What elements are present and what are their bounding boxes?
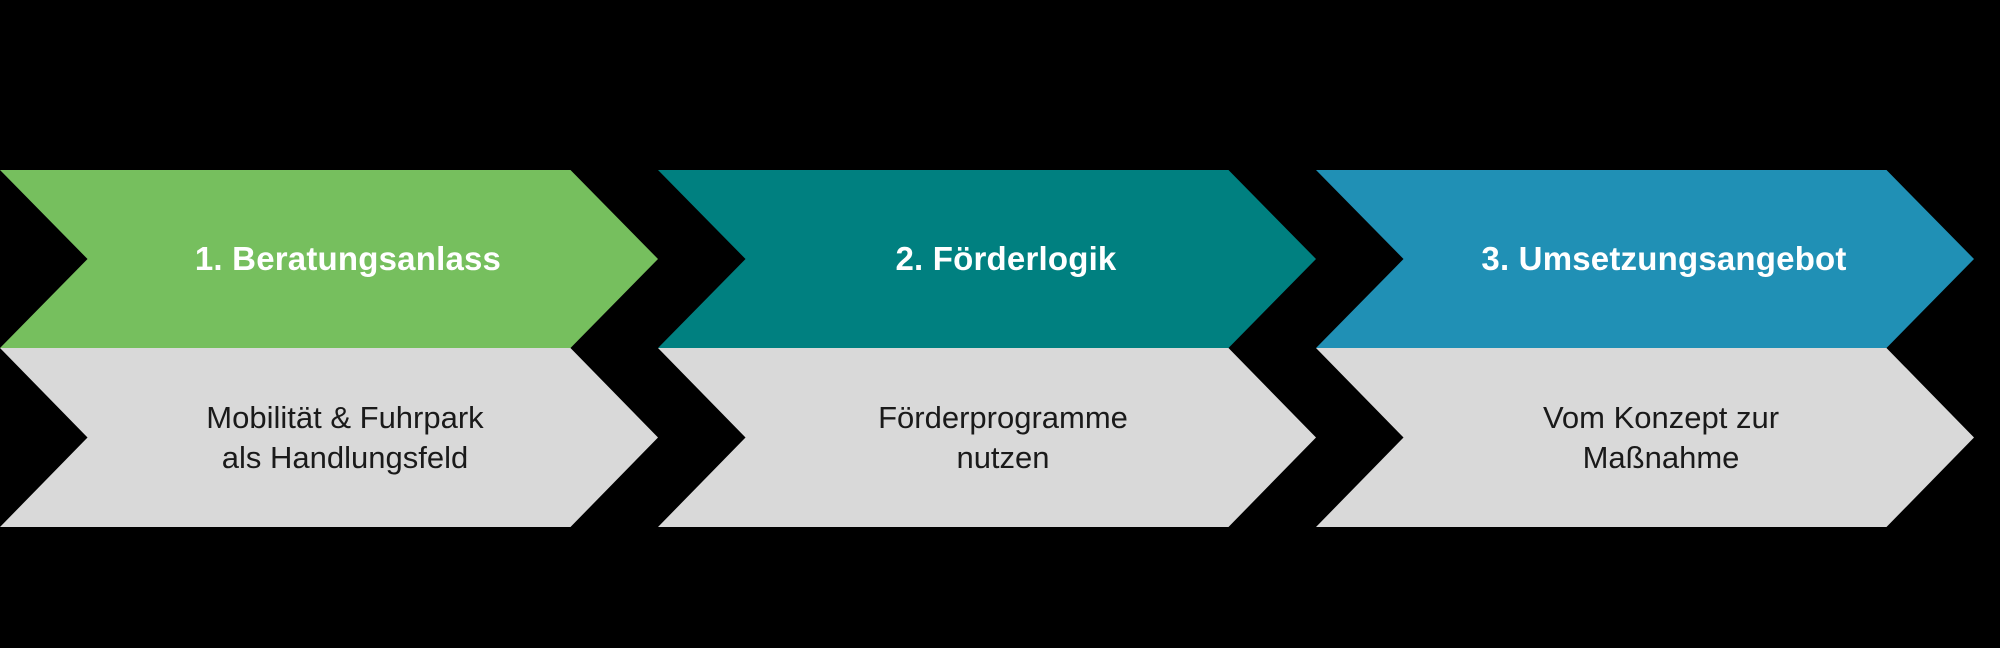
step-3-description-band: Vom Konzept zur Maßnahme xyxy=(1316,348,1974,527)
step-2-description-band: Förderprogramme nutzen xyxy=(658,348,1316,527)
step-2-description: Förderprogramme nutzen xyxy=(820,398,1154,477)
step-3-description: Vom Konzept zur Maßnahme xyxy=(1485,398,1805,477)
step-3-title: 3. Umsetzungsangebot xyxy=(1481,240,1847,278)
process-step-3[interactable]: 3. Umsetzungsangebot Vom Konzept zur Maß… xyxy=(1316,170,1974,527)
step-2-title: 2. Förderlogik xyxy=(895,240,1117,278)
step-1-description: Mobilität & Fuhrpark als Handlungsfeld xyxy=(148,398,509,477)
step-1-title-band: 1. Beratungsanlass xyxy=(0,170,658,348)
process-step-1[interactable]: 1. Beratungsanlass Mobilität & Fuhrpark … xyxy=(0,170,658,527)
step-2-description-line-1: Förderprogramme xyxy=(878,399,1128,435)
step-2-description-line-2: nutzen xyxy=(956,439,1050,475)
step-1-description-line-1: Mobilität & Fuhrpark xyxy=(206,399,484,435)
step-1-description-band: Mobilität & Fuhrpark als Handlungsfeld xyxy=(0,348,658,527)
process-step-2[interactable]: 2. Förderlogik Förderprogramme nutzen xyxy=(658,170,1316,527)
step-2-title-band: 2. Förderlogik xyxy=(658,170,1316,348)
step-1-title: 1. Beratungsanlass xyxy=(194,240,502,278)
step-3-title-band: 3. Umsetzungsangebot xyxy=(1316,170,1974,348)
step-3-description-line-1: Vom Konzept zur xyxy=(1542,399,1780,435)
step-3-description-line-2: Maßnahme xyxy=(1582,439,1740,475)
step-1-description-line-2: als Handlungsfeld xyxy=(221,439,469,475)
